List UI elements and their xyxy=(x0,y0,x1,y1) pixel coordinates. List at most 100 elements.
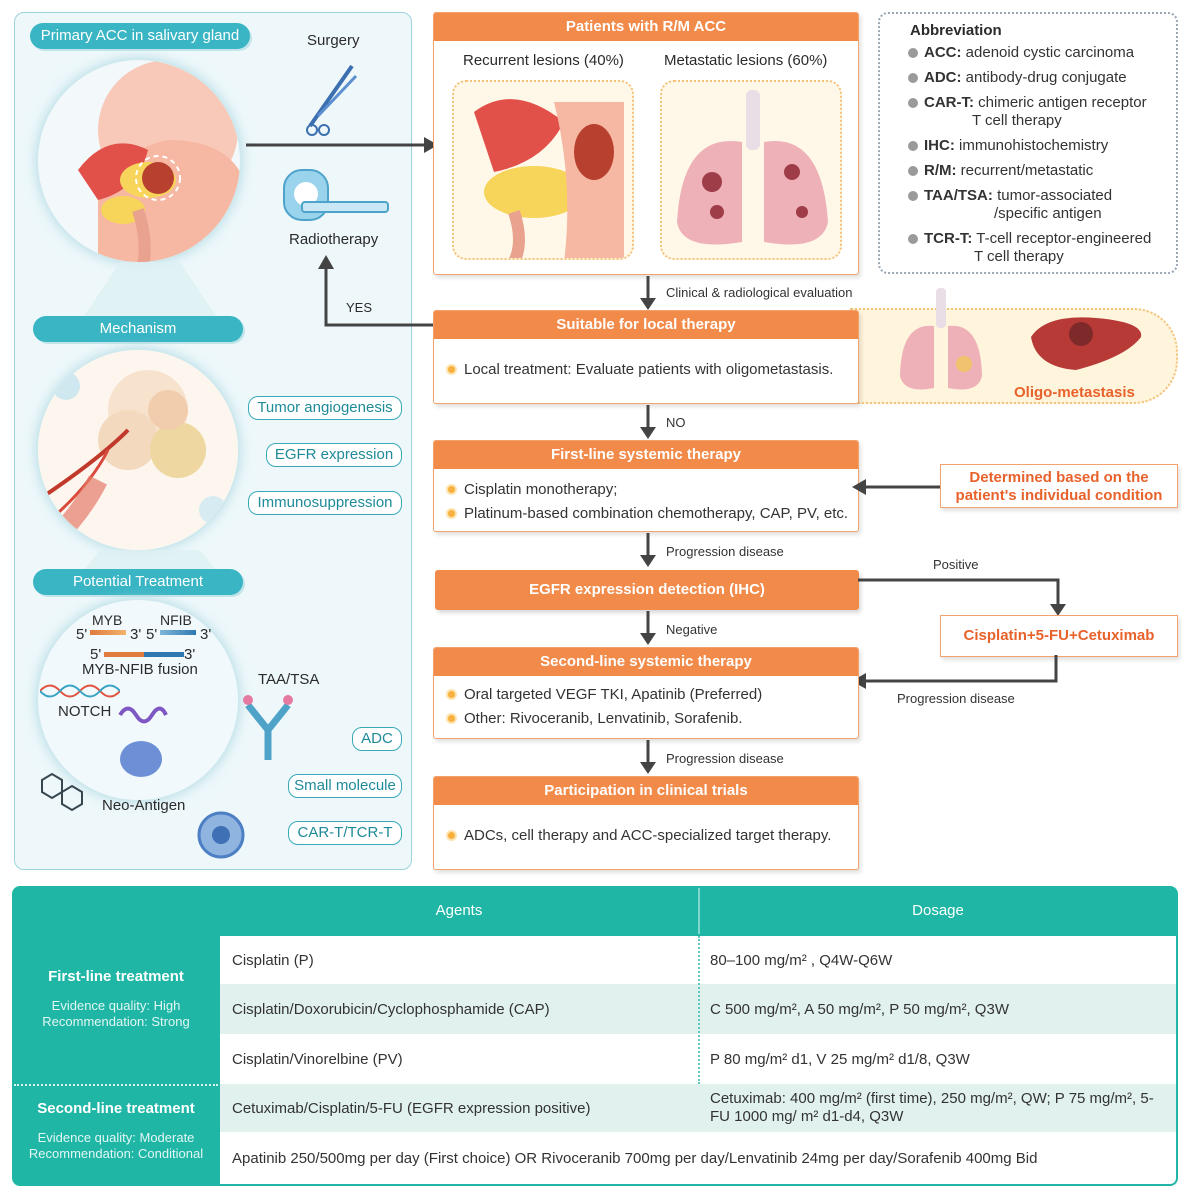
bullet-icon xyxy=(446,713,457,724)
potential-treatment-label: Potential Treatment xyxy=(33,569,243,595)
five-prime-label-c: 5' xyxy=(90,646,102,663)
recurrent-label: Recurrent lesions (40%) xyxy=(463,52,624,69)
second-line-recommendation: Recommendation: Conditional xyxy=(28,1146,204,1161)
clinical-trials-item: ADCs, cell therapy and ACC-specialized t… xyxy=(446,827,831,844)
local-therapy-title: Suitable for local therapy xyxy=(434,311,858,339)
three-prime-label-c: 3' xyxy=(184,646,196,663)
no-label: NO xyxy=(666,415,686,430)
cetuximab-regimen-box: Cisplatin+5-FU+Cetuximab xyxy=(940,615,1178,657)
primary-acc-title: Primary ACC in salivary gland xyxy=(30,23,250,49)
arrow-down-4 xyxy=(640,611,656,645)
notch-label: NOTCH xyxy=(58,703,112,720)
head-illustration xyxy=(36,58,242,264)
first-line-item: Cisplatin monotherapy; xyxy=(446,481,617,498)
second-line-item: Other: Rivoceranib, Lenvatinib, Sorafeni… xyxy=(446,710,743,727)
arrow-positive xyxy=(858,578,1066,616)
three-prime-label-b: 3' xyxy=(200,626,212,643)
first-line-title: First-line systemic therapy xyxy=(434,441,858,469)
progression-label-side: Progression disease xyxy=(897,691,1015,706)
protein-chain-icon xyxy=(118,706,168,724)
arrow-yes xyxy=(318,255,434,327)
patients-box-title: Patients with R/M ACC xyxy=(434,13,858,41)
table-row xyxy=(220,1132,1176,1184)
antibody-drug-conjugate-icon xyxy=(243,695,293,760)
metastatic-label: Metastatic lesions (60%) xyxy=(664,52,828,69)
positive-label: Positive xyxy=(933,557,979,572)
callout-funnel-2 xyxy=(80,550,220,575)
abbreviation-list: ACC: adenoid cystic carcinoma ADC: antib… xyxy=(908,44,1172,266)
abbr-item: R/M: recurrent/metastatic xyxy=(908,162,1172,180)
surgery-label: Surgery xyxy=(307,32,360,49)
nfib-label: NFIB xyxy=(160,612,192,628)
fusion-label: MYB-NFIB fusion xyxy=(82,661,198,678)
fusion-gene-bar xyxy=(104,652,184,657)
metastatic-lesion-illustration xyxy=(660,80,842,260)
arrow-down-3 xyxy=(640,533,656,567)
last-row-cell: Apatinib 250/500mg per day (First choice… xyxy=(232,1149,1038,1167)
first-line-recommendation: Recommendation: Strong xyxy=(42,1014,190,1029)
five-prime-label-b: 5' xyxy=(146,626,158,643)
eval-label: Clinical & radiological evaluation xyxy=(666,285,853,300)
agent-cell: Cisplatin/Vinorelbine (PV) xyxy=(232,1050,403,1068)
dosage-cell: 80–100 mg/m² , Q4W-Q6W xyxy=(710,951,893,969)
bullet-icon xyxy=(446,689,457,700)
myb-label: MYB xyxy=(92,612,123,628)
mechanism-label: Mechanism xyxy=(33,316,243,342)
abbr-item: ACC: adenoid cystic carcinoma xyxy=(908,44,1172,62)
dosage-cell: Cetuximab: 400 mg/m² (first time), 250 m… xyxy=(710,1090,1154,1125)
lungs-icon xyxy=(900,288,982,390)
abbr-item: TAA/TSA: tumor-associated/specific antig… xyxy=(908,187,1172,223)
dna-icon xyxy=(40,684,120,698)
bullet-icon xyxy=(446,830,457,841)
second-line-label: Second-line treatment xyxy=(37,1100,195,1117)
negative-label: Negative xyxy=(666,622,718,637)
three-prime-label: 3' xyxy=(130,626,142,643)
five-prime-label: 5' xyxy=(76,626,88,643)
dosage-cell: C 500 mg/m², A 50 mg/m², P 50 mg/m², Q3W xyxy=(710,1000,1009,1018)
header-agents: Agents xyxy=(435,902,483,919)
neo-antigen-icon xyxy=(120,741,162,777)
tag-tumor-angiogenesis: Tumor angiogenesis xyxy=(248,396,402,420)
progression-label-1: Progression disease xyxy=(666,544,784,559)
nfib-gene-bar xyxy=(160,630,196,635)
bullet-icon xyxy=(446,484,457,495)
radiotherapy-label: Radiotherapy xyxy=(289,231,379,248)
arrow-to-patients xyxy=(246,137,438,153)
agent-cell: Cetuximab/Cisplatin/5-FU (EGFR expressio… xyxy=(232,1099,591,1117)
tag-immunosuppression: Immunosuppression xyxy=(248,491,402,515)
second-line-box: Second-line systemic therapy Oral target… xyxy=(433,647,859,739)
arrow-down-1 xyxy=(640,276,656,310)
clinical-trials-box: Participation in clinical trials ADCs, c… xyxy=(433,776,859,870)
first-line-label: First-line treatment xyxy=(48,968,184,985)
label-divider xyxy=(14,1084,218,1086)
tag-small-molecule: Small molecule xyxy=(288,774,402,798)
arrow-down-5 xyxy=(640,740,656,774)
table-label-column xyxy=(14,888,218,1184)
header-divider xyxy=(698,888,700,934)
header-dosage: Dosage xyxy=(912,902,964,919)
table-row xyxy=(220,1084,1176,1132)
abbr-item: ADC: antibody-drug conjugate xyxy=(908,69,1172,87)
tag-adc: ADC xyxy=(352,727,402,751)
local-therapy-item: Local treatment: Evaluate patients with … xyxy=(446,361,833,378)
first-line-box: First-line systemic therapy Cisplatin mo… xyxy=(433,440,859,532)
yes-label: YES xyxy=(346,300,373,315)
arrow-down-2 xyxy=(640,405,656,439)
neo-antigen-label: Neo-Antigen xyxy=(102,797,186,814)
abbreviation-box: Abbreviation ACC: adenoid cystic carcino… xyxy=(878,12,1178,274)
abbreviation-title: Abbreviation xyxy=(910,22,1002,39)
taa-tsa-label: TAA/TSA xyxy=(258,671,320,688)
small-molecule-icon xyxy=(41,772,83,812)
tag-egfr-expression: EGFR expression xyxy=(266,443,402,467)
arrow-progression-side xyxy=(852,655,1058,689)
first-line-evidence: Evidence quality: High xyxy=(51,998,181,1013)
myb-gene-bar xyxy=(90,630,126,635)
abbr-item: IHC: immunohistochemistry xyxy=(908,137,1172,155)
radiotherapy-machine-icon xyxy=(283,169,389,221)
liver-icon xyxy=(1031,317,1142,370)
clinical-trials-title: Participation in clinical trials xyxy=(434,777,858,805)
second-line-evidence: Evidence quality: Moderate xyxy=(37,1130,195,1145)
scalpel-scissors-icon xyxy=(306,64,358,136)
